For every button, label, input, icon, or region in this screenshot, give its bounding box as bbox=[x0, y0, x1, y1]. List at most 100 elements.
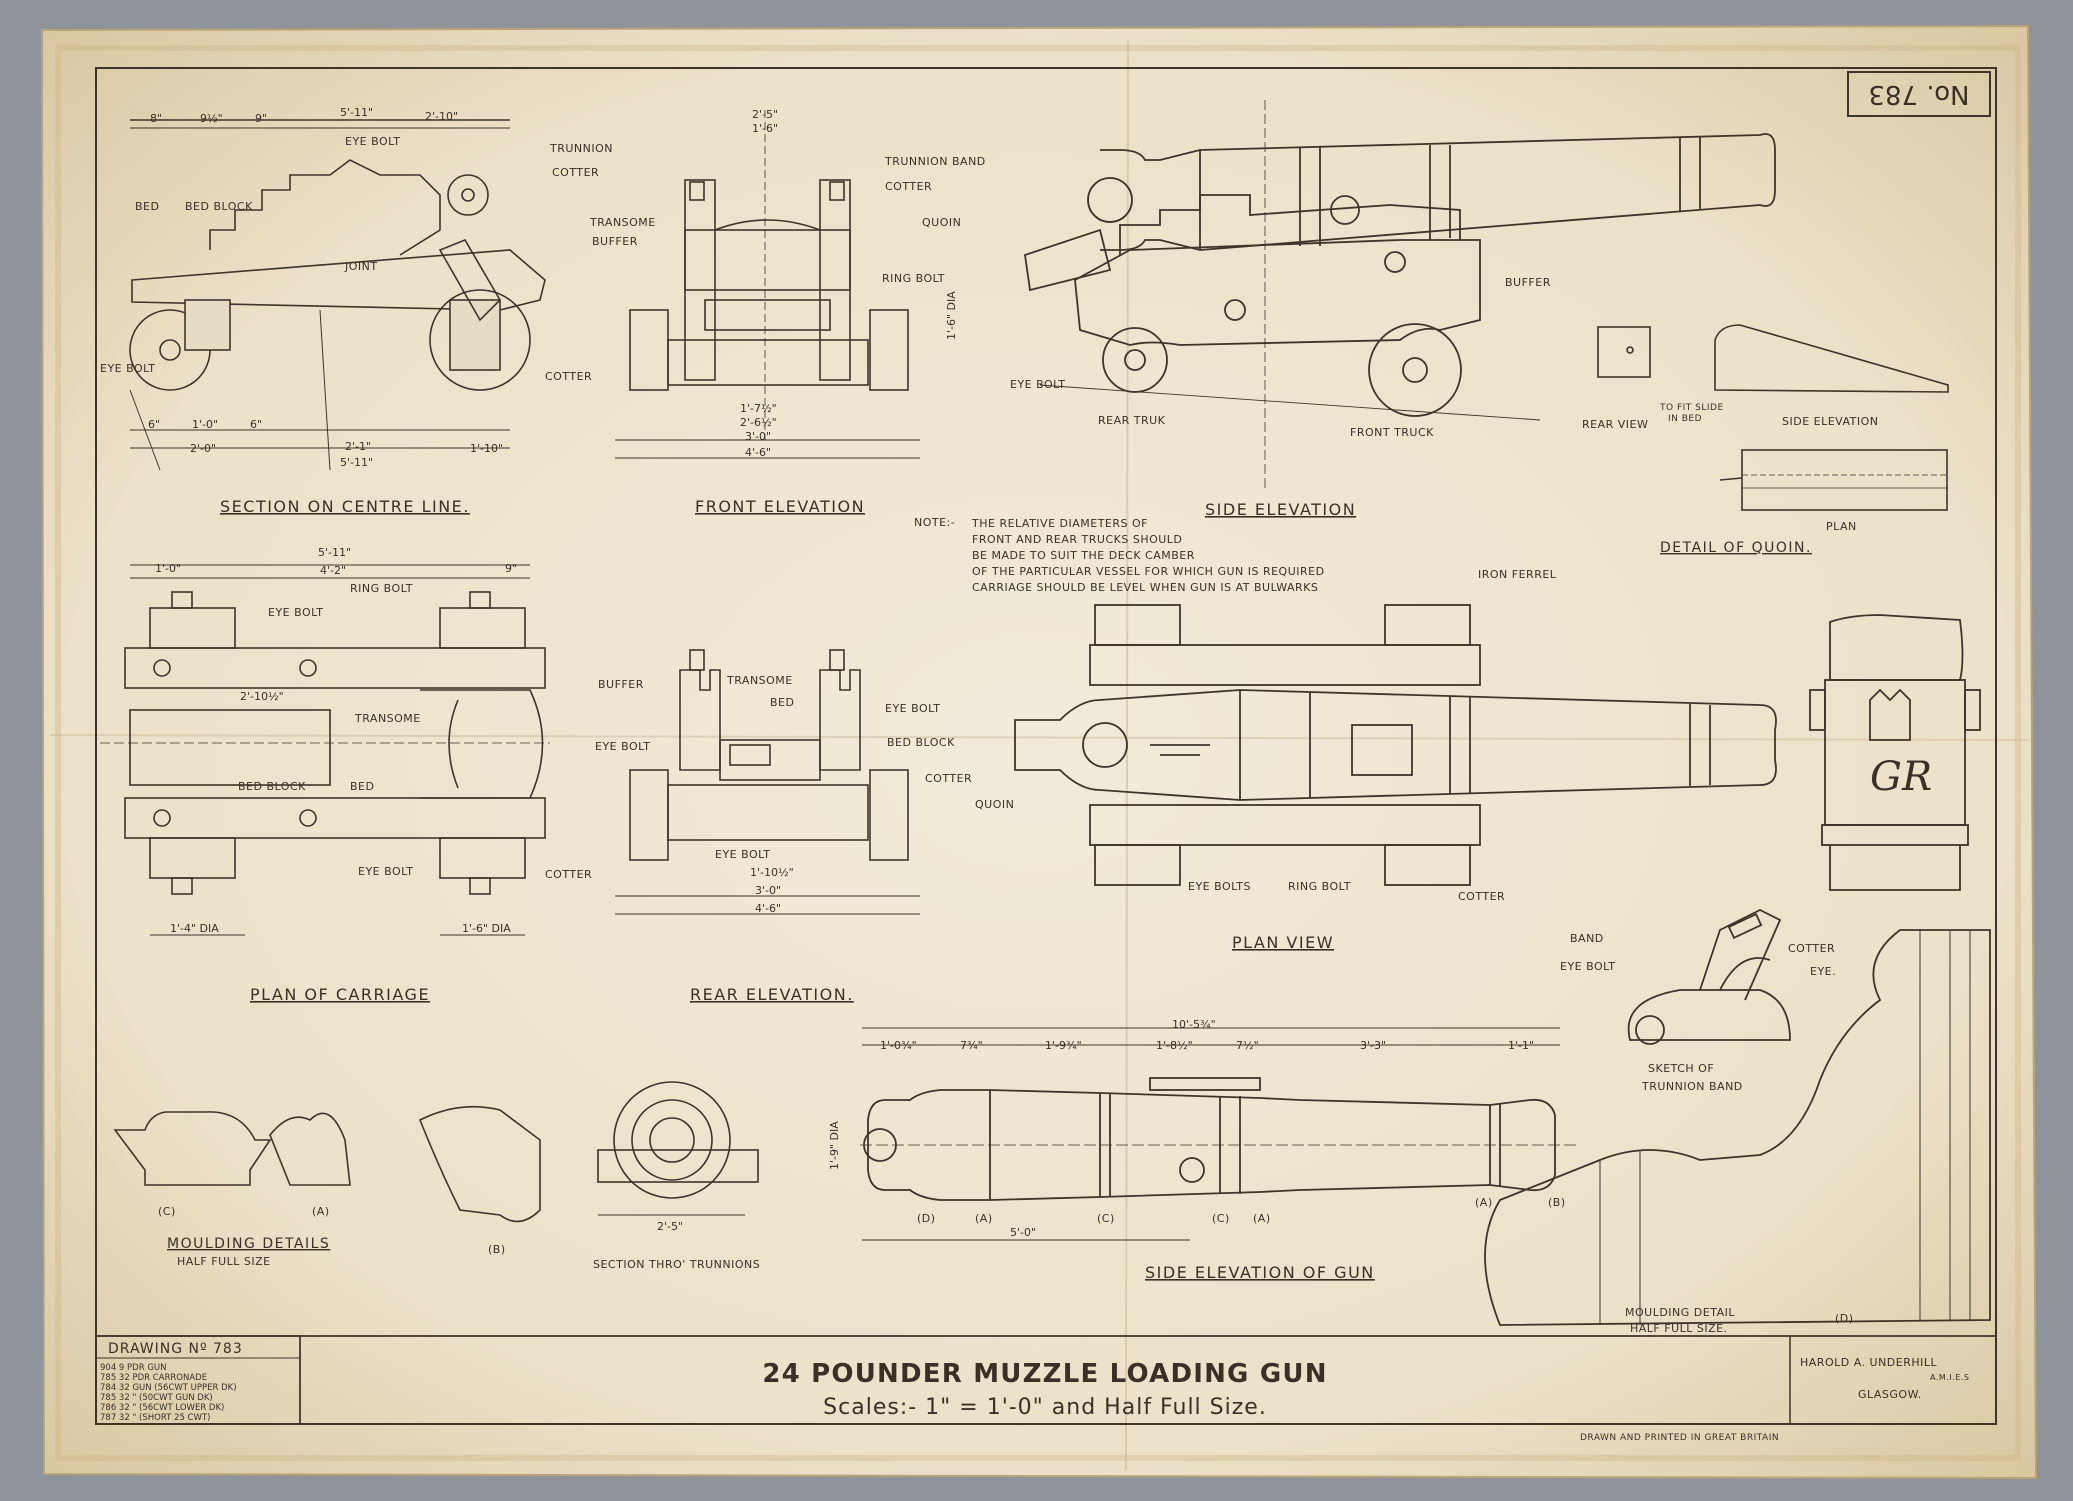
label-half-full-size-2: HALF FULL SIZE. bbox=[1630, 1322, 1728, 1335]
label-eye-bolt-plan-1: EYE BOLT bbox=[268, 606, 323, 619]
label-eye-bolt-band: EYE BOLT bbox=[1560, 960, 1615, 973]
dim-1-6-dia-front: 1'-6" DIA bbox=[945, 291, 958, 340]
dim-2-6-half: 2'-6½" bbox=[740, 416, 777, 429]
gun-marker-c-2: (C) bbox=[1212, 1212, 1230, 1225]
label-rear-view: REAR VIEW bbox=[1582, 418, 1648, 431]
label-moulding-a-small: (A) bbox=[312, 1205, 330, 1218]
quoin-labels: REAR VIEW TO FIT SLIDE IN BED SIDE ELEVA… bbox=[1582, 403, 1878, 556]
plan-of-carriage-view bbox=[100, 564, 550, 936]
dim-9-plan: 9" bbox=[505, 562, 517, 575]
paper bbox=[40, 24, 2038, 1480]
drawing-table-row-6: 787 32 " (SHORT 25 CWT) bbox=[100, 1413, 210, 1423]
dim-7-three-quarter: 7¾" bbox=[960, 1039, 983, 1052]
label-cotter-band: COTTER bbox=[1788, 942, 1835, 955]
label-eye-bolts: EYE BOLTS bbox=[1188, 880, 1251, 893]
royal-cipher-monogram: GR bbox=[1870, 754, 1932, 800]
note-line-5: CARRIAGE SHOULD BE LEVEL WHEN GUN IS AT … bbox=[972, 581, 1318, 594]
label-eye-bolt-rear-1: EYE BOLT bbox=[885, 702, 940, 715]
dim-2-5-front: 2'-5" bbox=[752, 108, 778, 121]
printed-in-britain: DRAWN AND PRINTED IN GREAT BRITAIN bbox=[1580, 1433, 1779, 1443]
label-eye-bolt-rear-3: EYE BOLT bbox=[715, 848, 770, 861]
label-quoin-plan: QUOIN bbox=[975, 798, 1014, 811]
note-block: NOTE:- THE RELATIVE DIAMETERS OF FRONT A… bbox=[914, 516, 1324, 594]
dim-2-5-section: 2'-5" bbox=[657, 1220, 683, 1233]
trunnion-band-sketch bbox=[1627, 908, 1791, 1045]
label-moulding-letter-d-large: (D) bbox=[1835, 1312, 1854, 1325]
side-gun-labels: 10'-5¾" 1'-0¾" 7¾" 1'-9¾" 1'-8½" 7½" 3'-… bbox=[828, 1018, 1566, 1282]
dim-2-0: 2'-0" bbox=[190, 442, 216, 455]
label-buffer-plan: BUFFER bbox=[598, 678, 644, 691]
side-elevation-labels: QUOIN BUFFER EYE BOLT REAR TRUK FRONT TR… bbox=[922, 216, 1551, 519]
label-cotter-rear: COTTER bbox=[925, 772, 972, 785]
view-title-section-centre: SECTION ON CENTRE LINE. bbox=[220, 497, 470, 516]
label-cotter-front: COTTER bbox=[885, 180, 932, 193]
dim-3-0-rear: 3'-0" bbox=[755, 884, 781, 897]
section-thro-labels: 2'-5" SECTION THRO' TRUNNIONS bbox=[593, 1220, 760, 1271]
plan-view bbox=[1014, 604, 1777, 886]
dim-2-10-half: 2'-10½" bbox=[240, 690, 284, 703]
maker-city: GLASGOW. bbox=[1858, 1388, 1922, 1401]
quoin-detail-view bbox=[1597, 324, 1949, 511]
view-title-moulding-details: MOULDING DETAILS bbox=[167, 1236, 330, 1252]
section-labels: 5'-11" 2'-10" 8" 9½" 9" BED BED BLOCK EY… bbox=[100, 106, 613, 516]
view-title-plan-of-carriage: PLAN OF CARRIAGE bbox=[250, 985, 430, 1004]
gun-marker-c-1: (C) bbox=[1097, 1212, 1115, 1225]
moulding-details-small bbox=[113, 1105, 541, 1223]
label-ring-bolt-plan: RING BOLT bbox=[350, 582, 413, 595]
plan-of-carriage-labels: 5'-11" 4'-2" 1'-0" 9" 2'-10½" RING BOLT … bbox=[155, 546, 644, 1004]
label-moulding-c-small: (C) bbox=[158, 1205, 176, 1218]
section-on-centre-line-view bbox=[129, 119, 546, 471]
label-bed-rear: BED bbox=[770, 696, 794, 709]
label-buffer-side: BUFFER bbox=[1505, 276, 1551, 289]
label-front-truck: FRONT TRUCK bbox=[1350, 426, 1434, 439]
drawing-table-row-5: 786 32 " (56CWT LOWER DK) bbox=[100, 1403, 224, 1413]
drawing-title: 24 POUNDER MUZZLE LOADING GUN bbox=[762, 1359, 1327, 1389]
view-title-section-thro: SECTION THRO' TRUNNIONS bbox=[593, 1258, 760, 1271]
dim-6-b: 6" bbox=[250, 418, 262, 431]
dim-2-10: 2'-10" bbox=[425, 110, 458, 123]
label-transome-front: TRANSOME bbox=[589, 216, 656, 229]
dim-1-0-three-quarter: 1'-0¾" bbox=[880, 1039, 917, 1052]
label-cotter-plan: COTTER bbox=[545, 868, 592, 881]
gun-marker-a-1: (A) bbox=[975, 1212, 993, 1225]
drawing-table-row-1: 904 9 PDR GUN bbox=[100, 1363, 166, 1373]
dim-1-8-half: 1'-8½" bbox=[1156, 1039, 1193, 1052]
dim-7-half: 7½" bbox=[1236, 1039, 1259, 1052]
dim-9: 9" bbox=[255, 112, 267, 125]
dim-4-2: 4'-2" bbox=[320, 564, 346, 577]
label-bed-block-plan: BED BLOCK bbox=[238, 780, 306, 793]
gun-marker-b: (B) bbox=[1548, 1196, 1566, 1209]
drawing-number-table: DRAWING Nº 783 904 9 PDR GUN 785 32 PDR … bbox=[95, 1335, 301, 1425]
drawing-table-heading: DRAWING Nº 783 bbox=[108, 1341, 243, 1357]
dim-3-0-front: 3'-0" bbox=[745, 430, 771, 443]
drawing-table-row-3: 784 32 GUN (56CWT UPPER DK) bbox=[100, 1383, 237, 1393]
label-cotter-2: COTTER bbox=[545, 370, 592, 383]
dim-1-0: 1'-0" bbox=[192, 418, 218, 431]
label-transome-rear: TRANSOME bbox=[726, 674, 793, 687]
label-to-fit-slide: TO FIT SLIDE bbox=[1659, 403, 1724, 413]
view-title-rear-elevation: REAR ELEVATION. bbox=[690, 985, 854, 1004]
rear-elevation-labels: TRANSOME BED EYE BOLT BED BLOCK EYE BOLT… bbox=[595, 674, 972, 1004]
label-ring-bolt-planview: RING BOLT bbox=[1288, 880, 1351, 893]
moulding-details-labels: (C) (A) (B) MOULDING DETAILS HALF FULL S… bbox=[158, 1205, 505, 1268]
crown-reinforce-detail: GR bbox=[1809, 614, 1981, 891]
view-title-side-elevation-of-gun: SIDE ELEVATION OF GUN bbox=[1145, 1263, 1375, 1282]
moulding-detail-large bbox=[1484, 929, 1991, 1326]
drawing-table-row-4: 785 32 " (50CWT GUN DK) bbox=[100, 1393, 213, 1403]
label-in-bed: IN BED bbox=[1668, 414, 1702, 424]
note-line-2: FRONT AND REAR TRUCKS SHOULD bbox=[972, 533, 1182, 546]
label-moulding-detail: MOULDING DETAIL bbox=[1625, 1306, 1735, 1319]
note-line-3: BE MADE TO SUIT THE DECK CAMBER bbox=[972, 549, 1195, 562]
side-elevation-view bbox=[1024, 100, 1776, 490]
dim-8: 8" bbox=[150, 112, 162, 125]
label-band: BAND bbox=[1570, 932, 1604, 945]
label-cotter-planview: COTTER bbox=[1458, 890, 1505, 903]
maker-name: HAROLD A. UNDERHILL bbox=[1800, 1356, 1938, 1369]
dim-5-11-b: 5'-11" bbox=[340, 456, 373, 469]
plan-view-labels: IRON FERREL QUOIN EYE BOLTS RING BOLT CO… bbox=[975, 568, 1556, 952]
drawing-table-row-2: 785 32 PDR CARRONADE bbox=[100, 1373, 207, 1383]
dim-1-7-half: 1'-7½" bbox=[740, 402, 777, 415]
dim-1-0-plan: 1'-0" bbox=[155, 562, 181, 575]
label-trunnion-band: TRUNNION BAND bbox=[884, 155, 986, 168]
